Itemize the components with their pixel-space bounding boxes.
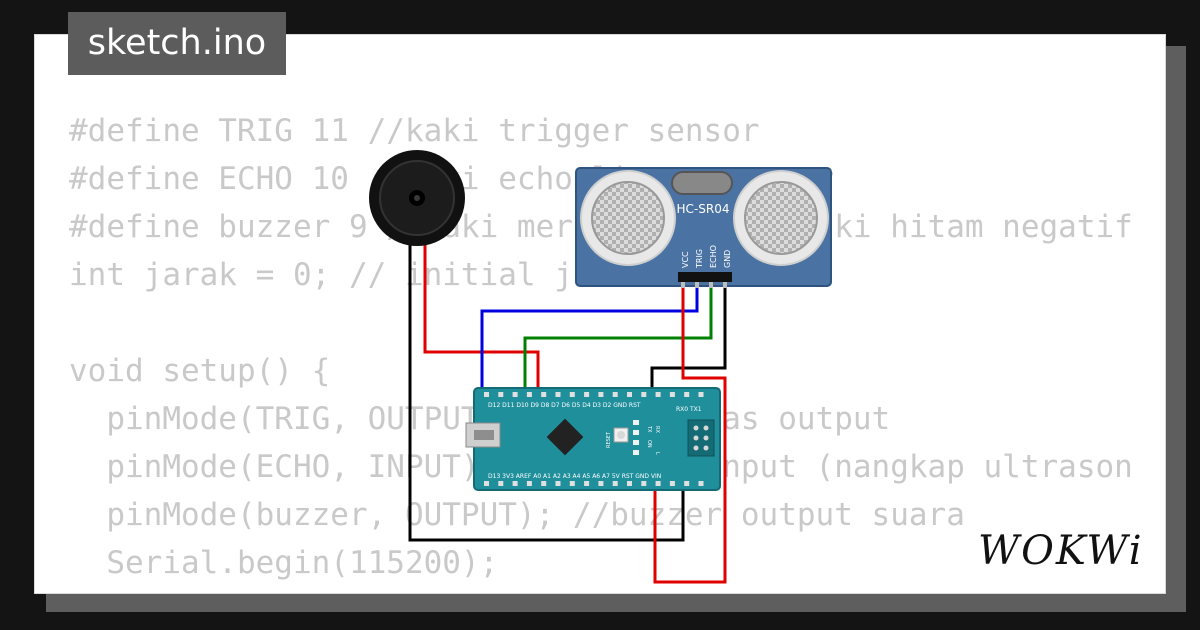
header-pin[interactable] — [698, 481, 704, 486]
header-pin[interactable] — [584, 481, 590, 486]
wire-blue-trig[interactable] — [480, 285, 699, 398]
header-pin[interactable] — [598, 481, 604, 486]
wire-black-gnd[interactable] — [650, 285, 727, 388]
code-line: void setup() { — [69, 353, 331, 389]
header-pin[interactable] — [641, 392, 647, 397]
header-pin[interactable] — [569, 481, 575, 486]
top-right-pin-labels: RX0 TX1 — [676, 406, 702, 413]
header-pin[interactable] — [612, 481, 618, 486]
code-line: pinMode(buzzer, OUTPUT); //buzzer output… — [69, 497, 965, 533]
wire-red-vcc[interactable] — [653, 285, 727, 584]
header-pin[interactable] — [627, 392, 632, 397]
sensor-pin-label: VCC — [681, 251, 690, 268]
header-pin[interactable] — [512, 392, 518, 397]
header-pin[interactable] — [612, 392, 618, 397]
header-pin[interactable] — [669, 392, 675, 397]
header-pin[interactable] — [498, 481, 504, 486]
header-pin[interactable] — [655, 392, 661, 397]
header-pin[interactable] — [526, 392, 532, 397]
header-pin[interactable] — [555, 481, 561, 486]
header-pin[interactable] — [541, 392, 547, 397]
header-pin[interactable] — [669, 481, 675, 486]
header-pin[interactable] — [641, 481, 647, 486]
sensor-pin-label: ECHO — [709, 245, 718, 268]
wokwi-logo[interactable]: WOKWi — [978, 528, 1144, 574]
led-label: L — [654, 452, 660, 455]
header-pin[interactable] — [541, 481, 547, 486]
header-pin[interactable] — [512, 481, 518, 486]
sensor-model-label: HC-SR04 — [677, 202, 730, 216]
icsp-header — [687, 419, 715, 457]
header-pin[interactable] — [526, 481, 532, 486]
sensor-pin-label: TRIG — [695, 249, 704, 269]
arduino-nano-board[interactable]: D12 D11 D10 D9 D8 D7 D6 D5 D4 D3 D2 GND … — [465, 387, 721, 491]
header-pin[interactable] — [555, 392, 561, 397]
status-leds — [633, 420, 639, 455]
bottom-pin-labels: D13 3V3 AREF A0 A1 A2 A3 A4 A5 A6 A7 5V … — [488, 473, 661, 480]
header-pin[interactable] — [484, 392, 489, 397]
file-name-tab[interactable]: sketch.ino — [68, 12, 286, 75]
header-pin[interactable] — [498, 392, 504, 397]
usb-connector — [465, 422, 501, 448]
wire-black-buzzer[interactable] — [408, 205, 685, 542]
header-pin[interactable] — [598, 392, 604, 397]
header-pin[interactable] — [698, 392, 704, 397]
header-pin[interactable] — [484, 481, 489, 486]
wire-green-echo[interactable] — [523, 285, 713, 392]
header-pin[interactable] — [684, 392, 690, 397]
top-pin-labels: D12 D11 D10 D9 D8 D7 D6 D5 D4 D3 D2 GND … — [488, 402, 641, 409]
reset-button[interactable] — [613, 427, 629, 443]
microcontroller-chip — [546, 418, 584, 456]
header-pin[interactable] — [684, 481, 690, 486]
code-preview-card: #define TRIG 11 //kaki trigger sensor#de… — [34, 34, 1166, 594]
header-pin[interactable] — [569, 392, 575, 397]
reset-label: RESET — [606, 431, 612, 448]
ultrasonic-sensor[interactable]: HC-SR04 VCC TRIG ECHO GND — [575, 167, 832, 288]
code-line: #define TRIG 11 //kaki trigger sensor — [69, 113, 760, 149]
led-label: ON — [646, 440, 652, 448]
led-label: RX — [654, 426, 660, 433]
buzzer-component[interactable] — [369, 150, 465, 246]
code-line: Serial.begin(115200); — [69, 545, 499, 581]
header-pin[interactable] — [655, 481, 661, 486]
sensor-pin-label: GND — [723, 250, 732, 268]
header-pin[interactable] — [584, 392, 590, 397]
header-pin[interactable] — [627, 481, 632, 486]
led-label: TX — [646, 425, 652, 433]
